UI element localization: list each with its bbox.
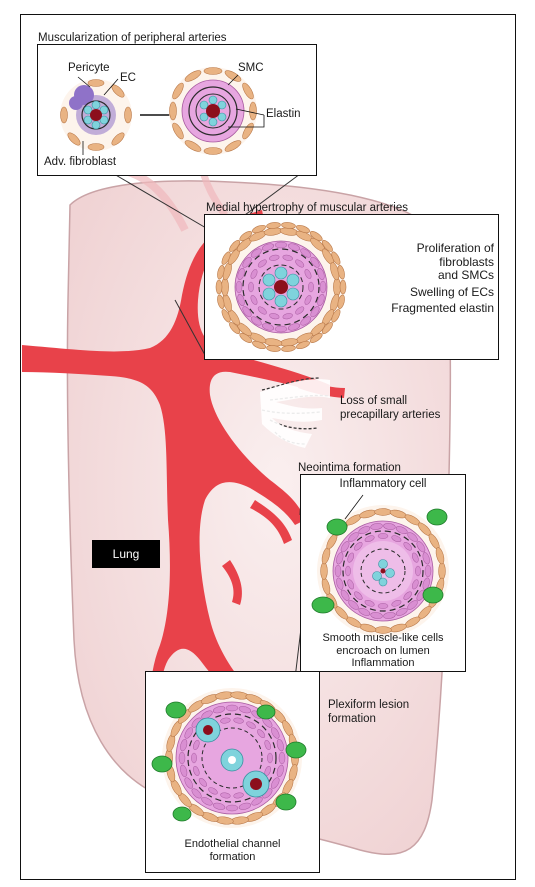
smc-cell [248, 282, 253, 292]
medial-note: Swelling of ECs [338, 286, 494, 300]
fibroblast-cell [439, 563, 446, 580]
medial-note: fibroblasts [338, 256, 494, 270]
smc-cell [425, 565, 431, 577]
plexiform-notes: Endothelial channel formation [145, 838, 320, 864]
panel4-title: Plexiform lesion formation [328, 698, 409, 726]
lumen [90, 109, 102, 121]
fibroblast-cell [216, 280, 222, 294]
smc-cell [345, 566, 350, 576]
smc-cell [308, 282, 313, 292]
label-smc: SMC [238, 62, 264, 75]
label-elastin: Elastin [266, 108, 301, 121]
smc-cell [226, 705, 238, 711]
fibroblast-cell [321, 563, 328, 580]
fibroblast-cell [221, 278, 228, 296]
lumen [206, 104, 220, 118]
neointima-note: encroach on lumen [300, 645, 466, 658]
smc-cell [378, 533, 388, 538]
smc-cell [267, 753, 272, 763]
smc-cell [275, 326, 287, 332]
smc-cell [275, 242, 287, 248]
plexiform-title-line: formation [328, 712, 409, 726]
endothelial-channel [196, 718, 220, 742]
smc-cell [191, 753, 196, 763]
medial-vessel [205, 215, 355, 358]
plexiform-note: Endothelial channel [145, 838, 320, 851]
label-pericyte: Pericyte [68, 62, 110, 75]
medial-note: and SMCs [338, 269, 494, 283]
smc-cell [179, 752, 185, 764]
plexiform-note: formation [145, 851, 320, 864]
lumen [274, 280, 288, 294]
smc-cell [236, 281, 242, 293]
lumen [381, 569, 386, 574]
endothelial-channel [221, 749, 243, 771]
smc-cell [279, 752, 285, 764]
loss-line: precapillary arteries [340, 408, 440, 422]
loss-line: Loss of small [340, 394, 440, 408]
medial-note: Fragmented elastin [338, 302, 494, 316]
smc-cell [226, 805, 238, 811]
smc-cell [320, 281, 326, 293]
loss-label: Loss of small precapillary arteries [340, 394, 440, 422]
neointima-notes: Smooth muscle-like cells encroach on lum… [300, 632, 466, 670]
label-ec: EC [120, 72, 136, 85]
neointima-note: Smooth muscle-like cells [300, 632, 466, 645]
endothelial-channel [243, 771, 269, 797]
vessel-before [60, 79, 132, 151]
lung-label: Lung [92, 540, 160, 568]
plexiform-title-line: Plexiform lesion [328, 698, 409, 712]
fibroblast-cell [375, 509, 392, 516]
medial-notes: Proliferation of fibroblasts and SMCs Sw… [338, 242, 494, 316]
neointima-note: Inflammation [300, 657, 466, 670]
smc-cell [415, 566, 420, 576]
smc-cell [335, 565, 341, 577]
inflammatory-cell-label: Inflammatory cell [300, 478, 466, 491]
medial-note: Proliferation of [338, 242, 494, 256]
label-fibroblast: Adv. fibroblast [44, 156, 116, 169]
smc-cell [378, 603, 388, 608]
